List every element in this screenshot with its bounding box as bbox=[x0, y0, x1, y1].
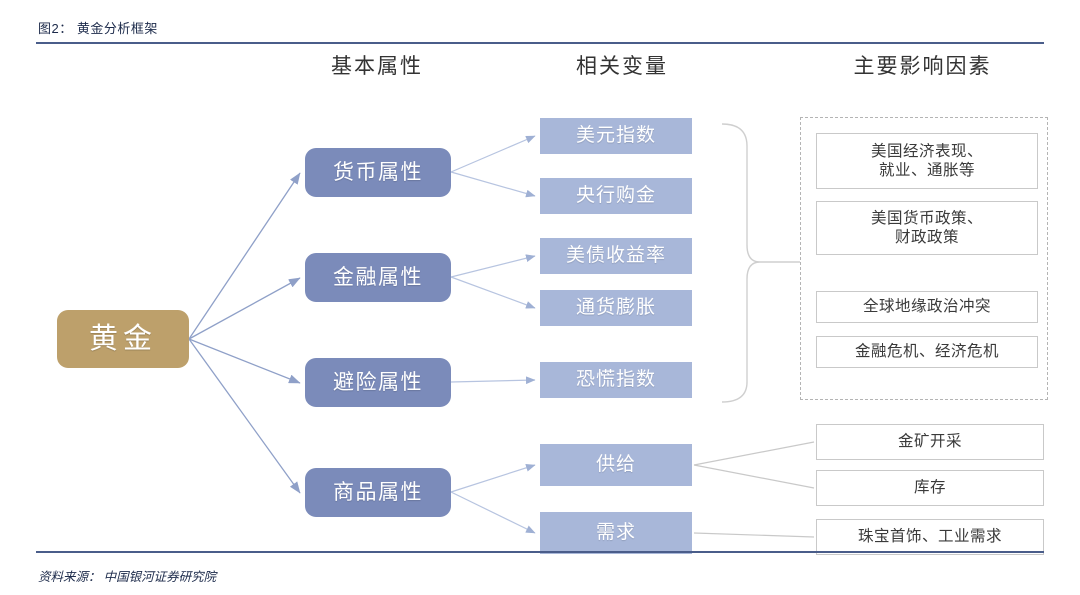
factor-node-geopolitical-conflict[interactable]: 全球地缘政治冲突 bbox=[816, 291, 1038, 323]
factor-node-gold-mining[interactable]: 金矿开采 bbox=[816, 424, 1044, 460]
attribute-node-monetary[interactable]: 货币属性 bbox=[305, 148, 451, 197]
attribute-node-safe-haven[interactable]: 避险属性 bbox=[305, 358, 451, 407]
variable-node-dollar-index[interactable]: 美元指数 bbox=[540, 118, 692, 154]
attribute-node-commodity[interactable]: 商品属性 bbox=[305, 468, 451, 517]
edges-attributes-to-variables bbox=[450, 135, 536, 534]
root-node-gold[interactable]: 黄金 bbox=[57, 310, 189, 368]
edges-root-to-attributes bbox=[188, 172, 301, 494]
bottom-rule bbox=[36, 551, 1044, 553]
column-header-related-variables: 相关变量 bbox=[576, 54, 668, 78]
factor-node-financial-economic-crisis[interactable]: 金融危机、经济危机 bbox=[816, 336, 1038, 368]
column-header-basic-attributes: 基本属性 bbox=[331, 54, 423, 78]
top-rule bbox=[36, 42, 1044, 44]
factor-node-inventory[interactable]: 库存 bbox=[816, 470, 1044, 506]
variable-node-supply[interactable]: 供给 bbox=[540, 444, 692, 486]
attribute-node-financial[interactable]: 金融属性 bbox=[305, 253, 451, 302]
factor-node-us-monetary-fiscal-policy[interactable]: 美国货币政策、 财政政策 bbox=[816, 201, 1038, 255]
column-header-main-factors: 主要影响因素 bbox=[853, 54, 992, 78]
factor-node-jewelry-industrial-demand[interactable]: 珠宝首饰、工业需求 bbox=[816, 519, 1044, 555]
edges-variables-to-factors bbox=[693, 441, 815, 538]
figure-title: 图2： 黄金分析框架 bbox=[38, 21, 158, 36]
variable-node-inflation[interactable]: 通货膨胀 bbox=[540, 290, 692, 326]
variable-node-demand[interactable]: 需求 bbox=[540, 512, 692, 554]
variable-node-central-bank-gold-buying[interactable]: 央行购金 bbox=[540, 178, 692, 214]
source-note: 资料来源： 中国银河证券研究院 bbox=[38, 570, 217, 584]
macro-factor-group-outline bbox=[800, 117, 1048, 400]
variable-node-us-treasury-yield[interactable]: 美债收益率 bbox=[540, 238, 692, 274]
brace-connector bbox=[721, 123, 800, 403]
factor-node-us-economy[interactable]: 美国经济表现、 就业、通胀等 bbox=[816, 133, 1038, 189]
variable-node-fear-index[interactable]: 恐慌指数 bbox=[540, 362, 692, 398]
